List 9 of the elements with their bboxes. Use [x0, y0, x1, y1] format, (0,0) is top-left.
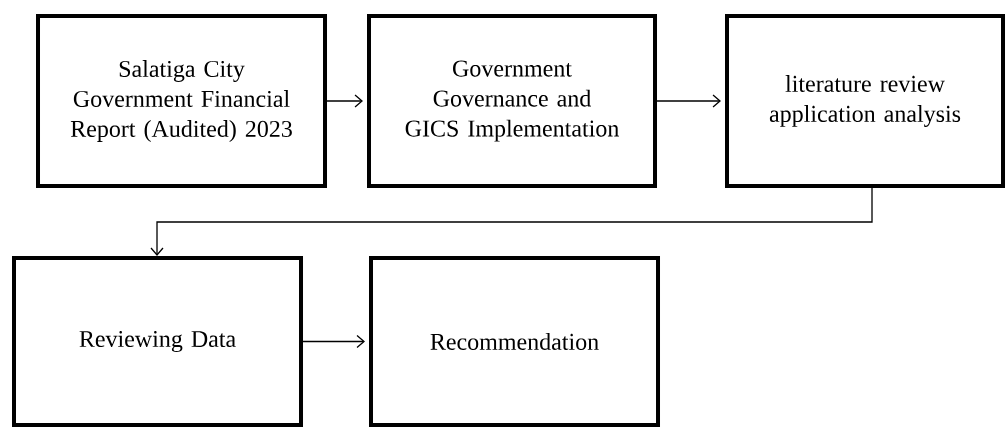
arrow	[150, 187, 873, 256]
arrow	[656, 94, 721, 108]
process-box: Salatiga City Government Financial Report (Audited) 2023	[36, 14, 327, 188]
process-box: Government Governance and GICS Implementation	[367, 14, 657, 188]
arrow	[302, 334, 365, 349]
process-box: Reviewing Data	[12, 256, 303, 427]
process-box: Recommendation	[369, 256, 660, 427]
arrow	[326, 94, 363, 108]
process-box: literature review application analysis	[725, 14, 1005, 188]
